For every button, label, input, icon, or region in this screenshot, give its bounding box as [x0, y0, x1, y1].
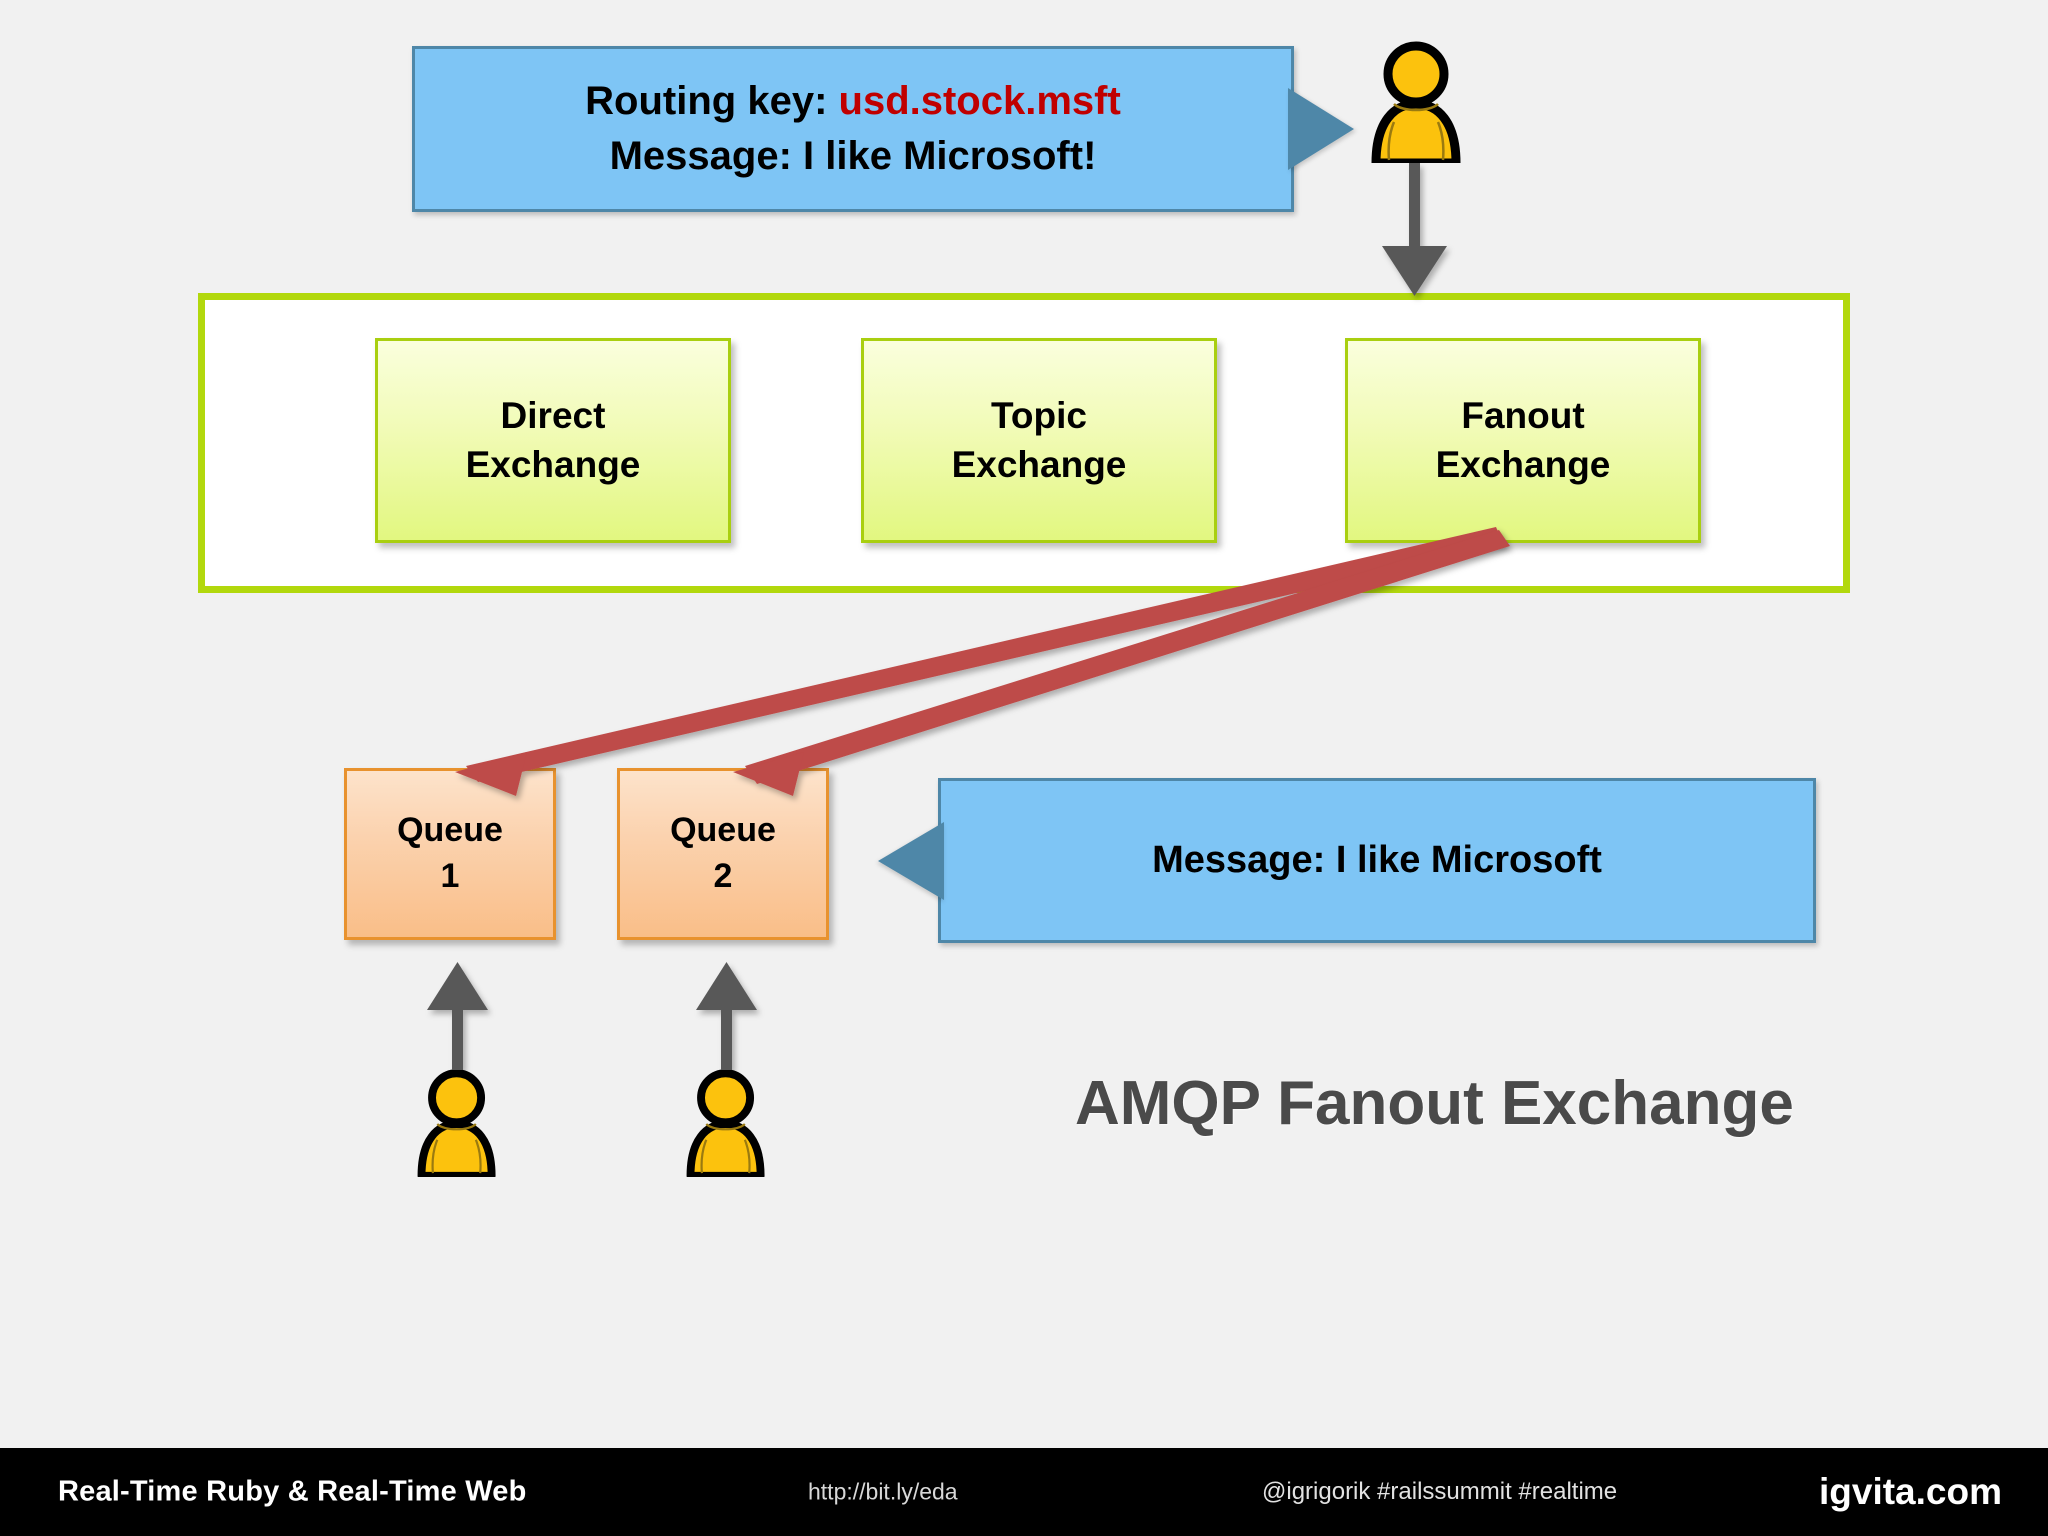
publisher-message-callout: Routing key: usd.stock.msft Message: I l… [412, 46, 1354, 212]
footer-brand[interactable]: igvita.com [1819, 1471, 2002, 1512]
queue-2-line1: Queue [670, 811, 776, 850]
topic-exchange-line2: Exchange [951, 443, 1127, 485]
queue-1-box[interactable]: Queue 1 [344, 768, 556, 940]
page-title: AMQP Fanout Exchange [1075, 1069, 1794, 1138]
callout-tail-right [1288, 88, 1354, 170]
queue-1-line1: Queue [397, 811, 503, 850]
consumer-1-person-icon [411, 1065, 503, 1180]
fanout-exchange-line1: Fanout [1461, 394, 1585, 436]
direct-exchange-line2: Exchange [465, 443, 641, 485]
publisher-message-line: Message: I like Microsoft! [609, 134, 1097, 178]
routing-key-value: usd.stock.msft [838, 79, 1121, 123]
footer-title: Real-Time Ruby & Real-Time Web [58, 1475, 527, 1508]
direct-exchange-line1: Direct [500, 394, 606, 436]
queue-1-line2: 1 [440, 857, 460, 895]
direct-exchange-box[interactable]: Direct Exchange [375, 338, 731, 543]
topic-exchange-line1: Topic [991, 394, 1087, 436]
consume-arrow-queue-2 [696, 962, 757, 1070]
footer-handles: @igrigorik #railssummit #realtime [1262, 1478, 1618, 1505]
callout-tail-left [878, 821, 944, 900]
queue-2-box[interactable]: Queue 2 [617, 768, 829, 940]
publisher-person-icon [1364, 38, 1469, 168]
footer-bar: Real-Time Ruby & Real-Time Web http://bi… [0, 1448, 2048, 1536]
queue-message-callout: Message: I like Microsoft [878, 778, 1816, 943]
routing-key-line: Routing key: usd.stock.msft [585, 79, 1121, 124]
routing-key-label: Routing key: [585, 79, 839, 123]
topic-exchange-box[interactable]: Topic Exchange [861, 338, 1217, 543]
publish-arrow [1382, 163, 1447, 296]
fanout-exchange-line2: Exchange [1435, 443, 1611, 485]
queue-message-text: Message: I like Microsoft [1152, 839, 1602, 881]
queue-2-line2: 2 [713, 857, 733, 895]
footer-url[interactable]: http://bit.ly/eda [808, 1478, 958, 1505]
consumer-2-person-icon [680, 1065, 772, 1180]
exchange-container: Direct Exchange Topic Exchange Fanout Ex… [198, 293, 1850, 593]
fanout-exchange-box[interactable]: Fanout Exchange [1345, 338, 1701, 543]
consume-arrow-queue-1 [427, 962, 488, 1070]
